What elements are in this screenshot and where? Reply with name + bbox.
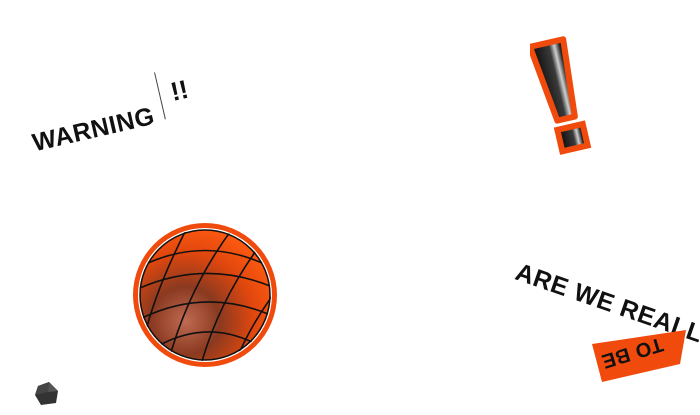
to-be-banner xyxy=(592,330,686,382)
warning-group: WARNING !! xyxy=(16,45,219,166)
exclamation-dot xyxy=(553,120,592,155)
rock-icon xyxy=(35,382,58,405)
warning-bangs: !! xyxy=(167,73,192,107)
warning-label: WARNING xyxy=(29,102,158,158)
basketball-icon xyxy=(133,223,277,367)
exclamation-mark-icon xyxy=(530,36,592,155)
warning-divider xyxy=(154,72,166,120)
exclamation-bar xyxy=(530,36,578,124)
